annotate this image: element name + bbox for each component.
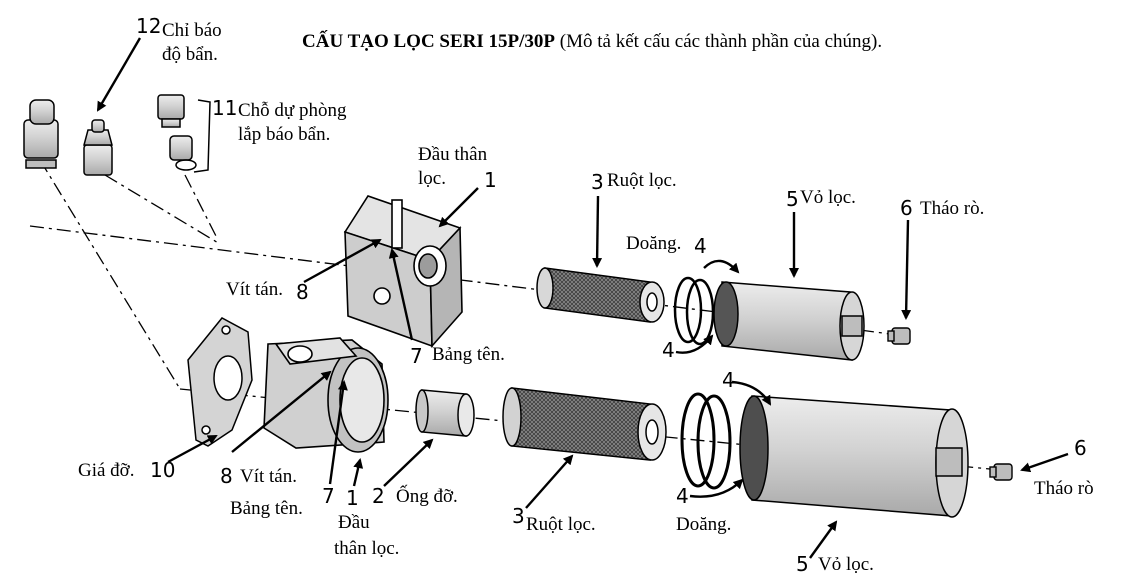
label-ruot-loc-bottom: Ruột lọc. [526,514,596,535]
mounting-bracket [187,317,253,447]
callout-4b: 4 [662,338,675,362]
label-thao-ro-top: Tháo rò. [920,198,985,219]
arrow-7-bottom [328,380,348,485]
drain-plug-lower [989,463,1013,481]
callout-10: 10 [150,458,176,482]
indicator-leader-line [39,159,181,390]
callout-1-top: 1 [484,168,497,192]
indicator-gauge-small [83,119,113,176]
label-bang-ten-top: Bảng tên. [432,344,505,365]
label-thao-ro-bottom: Tháo rò [1034,478,1094,499]
callout-3-top: 3 [591,170,604,194]
filter-head-lower [263,337,389,453]
arrow-4d [689,478,744,498]
label-dau-than-top-1: Đầu thân [418,144,488,165]
arrow-4b [675,334,714,354]
label-cho-du-1: Chỗ dự phòng [238,100,347,121]
indicator-gauge-large [23,99,59,169]
label-dau-than-bottom-1: Đầu [338,512,370,533]
arrow-3-top [592,195,603,268]
arrow-12 [96,37,142,112]
title-bold: CẤU TẠO LỌC SERI 15P/30P [302,31,556,52]
arrow-4a [703,259,740,274]
label-vo-loc-bottom: Vỏ lọc. [818,554,874,575]
filter-bowl-lower [739,395,969,518]
label-dau-than-top-2: lọc. [418,168,446,189]
label-vit-tan-bottom: Vít tán. [240,466,297,487]
arrow-4c [731,380,772,406]
label-doang-bottom: Doăng. [676,514,732,535]
label-bang-ten-bottom: Bảng tên. [230,498,303,519]
indicator-leader-line-2 [104,174,221,245]
arrow-1-bottom [352,458,364,487]
label-cho-du-2: lắp báo bẩn. [238,124,331,145]
drain-plug-upper [887,327,911,345]
label-dau-than-bottom-2: thân lọc. [334,538,400,559]
arrow-7-top [388,248,414,341]
callout-7-bottom: 7 [322,484,335,508]
arrow-8-bottom [231,370,332,453]
label-vo-loc-top: Vỏ lọc. [800,187,856,208]
filter-head-upper [343,195,463,349]
callout-6-top: 6 [900,196,913,220]
arrow-6-bottom [1020,452,1069,473]
callout-3-bottom: 3 [512,504,525,528]
callout-8-bottom: 8 [220,464,233,488]
arrow-2 [383,438,434,487]
filter-element-lower [502,387,667,461]
label-chi-bao-2: độ bẩn. [162,44,218,65]
callout-12: 12 [136,14,162,38]
o-rings-lower [680,392,732,490]
callout-5-bottom: 5 [796,552,809,576]
label-gia-do: Giá đỡ. [78,460,135,481]
arrow-6-top [901,219,912,320]
filter-bowl-upper [713,281,865,361]
callout-5-top: 5 [786,187,799,211]
arrow-3-bottom [525,454,574,509]
label-vit-tan-top: Vít tán. [226,279,283,300]
arrow-1-top [438,187,479,228]
filter-element-upper [536,267,665,323]
spare-port-plug [157,94,197,171]
o-rings-upper [673,276,715,346]
support-tube [415,389,475,437]
callout-7-top: 7 [410,344,423,368]
label-doang-top: Doăng. [626,233,682,254]
callout-6-bottom: 6 [1074,436,1087,460]
arrow-10 [167,434,218,464]
leader-arrows [96,37,1069,559]
callout-1-bottom: 1 [346,486,359,510]
callout-8-top: 8 [296,280,309,304]
arrow-8-top [303,238,382,284]
callout-4d: 4 [676,484,689,508]
diagram-title: CẤU TẠO LỌC SERI 15P/30P (Mô tả kết cấu … [302,31,882,53]
callout-11: 11 [212,96,238,120]
label-chi-bao-1: Chỉ báo [162,20,222,41]
callout-4a: 4 [694,234,707,258]
bracket-11 [193,99,211,173]
label-ruot-loc-top: Ruột lọc. [607,170,677,191]
arrow-5-bottom [809,520,838,559]
callout-2: 2 [372,484,385,508]
label-ong-do: Ống đỡ. [396,486,458,507]
title-normal: (Mô tả kết cấu các thành phần của chúng)… [555,31,883,52]
callout-4c: 4 [722,368,735,392]
spare-port-leader [184,174,219,241]
